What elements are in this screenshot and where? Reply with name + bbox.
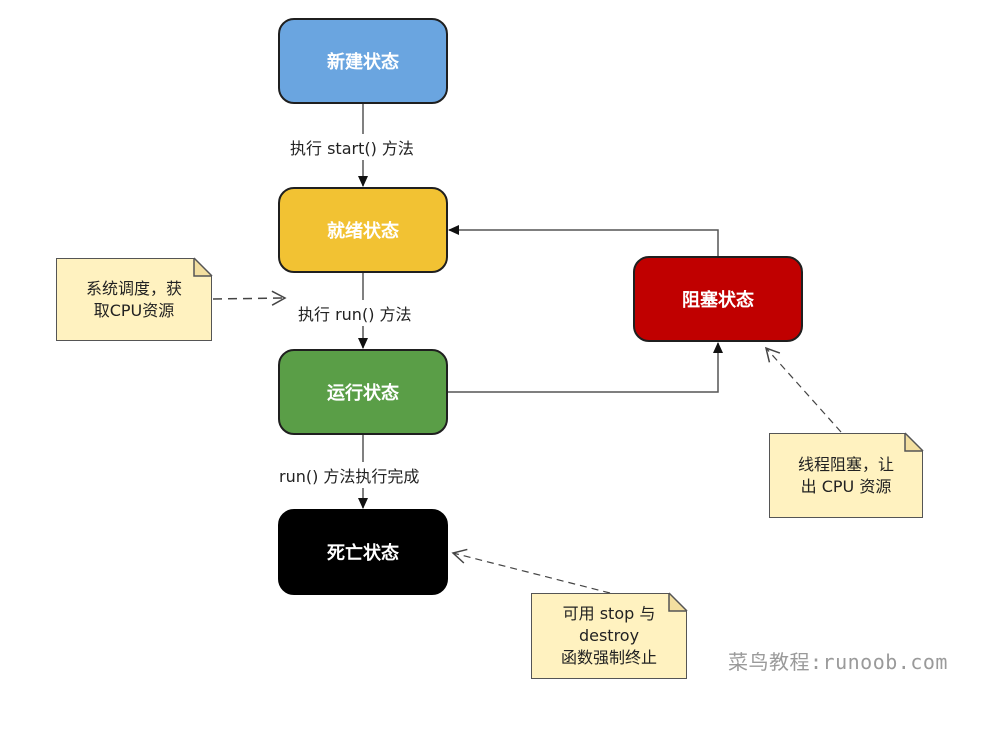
state-dead-label: 死亡状态 (327, 543, 399, 564)
state-blocked-label: 阻塞状态 (682, 290, 754, 311)
note-link-scheduling (212, 290, 287, 306)
note-link-blocking (764, 346, 842, 433)
state-ready: 就绪状态 (278, 187, 448, 273)
edge-label-start: 执行 start() 方法 (287, 134, 417, 160)
edge-running-to-blocked (448, 342, 723, 393)
edge-label-run-complete: run() 方法执行完成 (276, 462, 423, 488)
note-blocking-line-2: 出 CPU 资源 (800, 476, 892, 496)
note-fold-stop (668, 592, 688, 612)
note-scheduling-line-1: 系统调度，获 (85, 278, 182, 298)
edge-blocked-to-ready (448, 225, 719, 256)
state-new: 新建状态 (278, 18, 448, 104)
note-stop-line-3: 函数强制终止 (560, 648, 657, 667)
note-fold-blocking (904, 432, 924, 452)
watermark: 菜鸟教程:runoob.com (728, 650, 948, 674)
state-blocked: 阻塞状态 (633, 256, 803, 342)
note-fold-scheduling (193, 257, 213, 277)
state-running: 运行状态 (278, 349, 448, 435)
note-stop-destroy: 可用 stop 与 destroy 函数强制终止 (531, 593, 687, 679)
note-scheduling-line-2: 取CPU资源 (93, 300, 175, 320)
note-blocking: 线程阻塞，让 出 CPU 资源 (769, 433, 923, 518)
edge-label-run: 执行 run() 方法 (295, 300, 415, 326)
state-dead: 死亡状态 (278, 509, 448, 595)
note-link-stop (451, 548, 611, 594)
state-new-label: 新建状态 (327, 52, 399, 73)
state-running-label: 运行状态 (327, 383, 399, 404)
note-scheduling: 系统调度，获 取CPU资源 (56, 258, 212, 341)
state-ready-label: 就绪状态 (327, 221, 399, 242)
note-blocking-line-1: 线程阻塞，让 (797, 454, 894, 474)
note-stop-line-2: destroy (578, 626, 640, 645)
note-stop-line-1: 可用 stop 与 (562, 604, 656, 623)
